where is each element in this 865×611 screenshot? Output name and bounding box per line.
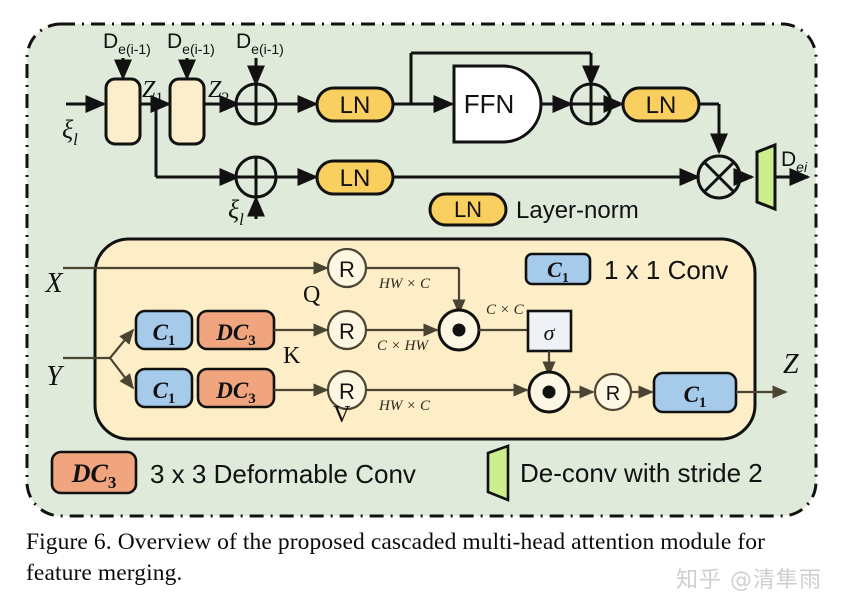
legend-layernorm-text: Layer-norm bbox=[516, 197, 639, 224]
legend-layernorm-badge-label: LN bbox=[454, 197, 482, 222]
label-output-dei: Dei bbox=[781, 148, 808, 175]
dim-label-k: C × HW bbox=[377, 338, 429, 354]
sigma-label: σ bbox=[544, 320, 556, 345]
label-xi-bottom: ξl bbox=[228, 195, 244, 229]
label-d2: De(i-1) bbox=[167, 30, 215, 57]
deconv-trapezoid bbox=[755, 142, 777, 212]
conv1x1-v-block bbox=[134, 367, 194, 409]
attention-block-1 bbox=[104, 77, 142, 146]
reshape-node-out-label: R bbox=[606, 383, 620, 405]
y-fork-to-v-branch bbox=[109, 357, 135, 390]
legend-conv-badge-label: C1 bbox=[547, 257, 569, 286]
label-d1: De(i-1) bbox=[103, 30, 151, 57]
reshape-node-k-label: R bbox=[339, 319, 355, 344]
label-v: V bbox=[333, 402, 351, 428]
legend-layernorm-pill bbox=[428, 192, 508, 227]
dim-label-attn: C × C bbox=[486, 302, 525, 318]
matmul-node-1-dot bbox=[452, 323, 466, 337]
label-d3: De(i-1) bbox=[236, 30, 284, 57]
attention-block-2 bbox=[168, 77, 206, 146]
conv1x1-k-block bbox=[134, 309, 194, 351]
layernorm-pill-1-label: LN bbox=[340, 92, 371, 119]
legend-deconv-trapezoid bbox=[486, 444, 510, 502]
conv1x1-v-label: C1 bbox=[153, 378, 176, 407]
deform-conv-v-block bbox=[196, 367, 276, 409]
legend-deform-text: 3 x 3 Deformable Conv bbox=[150, 459, 416, 489]
label-z1: Z1 bbox=[142, 77, 163, 107]
label-xi-left: ξl bbox=[62, 115, 78, 149]
layernorm-pill-3-label: LN bbox=[646, 92, 677, 119]
caption-line-2: module for feature merging. bbox=[26, 529, 766, 586]
conv1x1-out-label: C1 bbox=[684, 382, 707, 411]
ffn-block bbox=[452, 64, 543, 144]
layernorm-pill-2-label: LN bbox=[340, 165, 371, 192]
conv1x1-k-label: C1 bbox=[153, 320, 176, 349]
label-k: K bbox=[283, 343, 301, 369]
deform-conv-v-label: DC3 bbox=[215, 378, 255, 407]
legend-conv-text: 1 x 1 Conv bbox=[604, 255, 728, 285]
deform-conv-k-label: DC3 bbox=[215, 320, 255, 349]
label-q: Q bbox=[303, 282, 320, 308]
watermark: 知乎 @清隼雨 bbox=[676, 568, 822, 593]
legend-deform-badge bbox=[50, 450, 138, 495]
label-input-x: X bbox=[44, 268, 63, 299]
dim-label-v: HW × C bbox=[378, 398, 431, 414]
legend-deform-badge-label: DC3 bbox=[71, 459, 117, 492]
figure-caption: Figure 6. Overview of the proposed casca… bbox=[26, 527, 836, 589]
label-z2: Z2 bbox=[208, 77, 229, 107]
ffn-label: FFN bbox=[464, 89, 515, 119]
label-input-y: Y bbox=[46, 361, 65, 392]
legend-deconv-text: De-conv with stride 2 bbox=[520, 458, 763, 488]
legend-conv-badge bbox=[524, 252, 592, 286]
reshape-node-v-label: R bbox=[339, 379, 355, 404]
y-fork-to-k-branch bbox=[109, 328, 135, 359]
dim-label-q: HW × C bbox=[378, 276, 431, 292]
label-output-z: Z bbox=[783, 349, 799, 380]
reshape-node-q-label: R bbox=[339, 257, 355, 282]
matmul-node-2-dot bbox=[542, 385, 556, 399]
caption-line-1: Figure 6. Overview of the proposed casca… bbox=[26, 529, 655, 555]
